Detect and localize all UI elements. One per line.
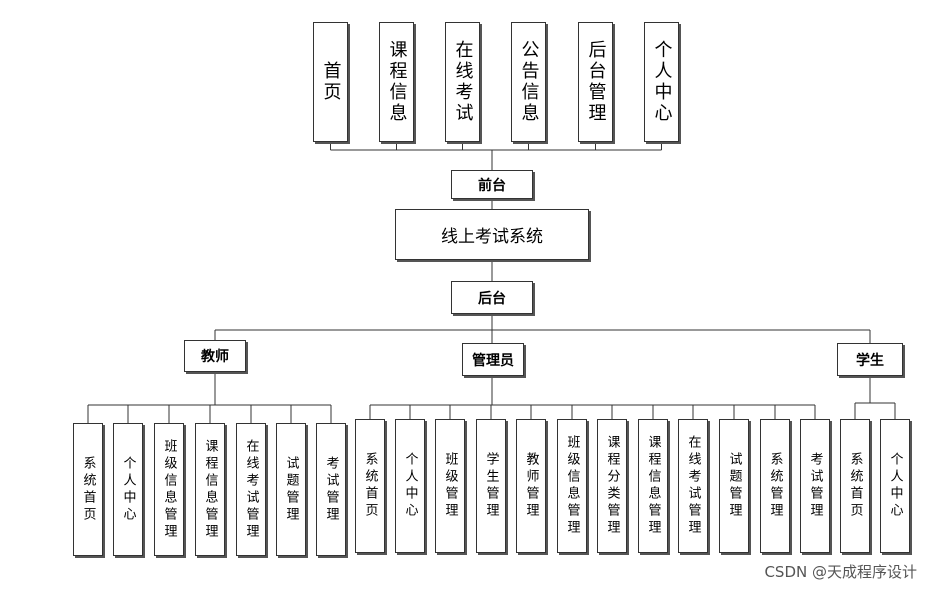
role-box-admin: 管理员: [462, 343, 524, 376]
role-0-module-1-label: 个人中心: [120, 455, 136, 524]
back-label-box: 后台: [451, 281, 533, 314]
role-1-module-11: 考试管理: [800, 419, 830, 553]
role-2-module-0-label: 系统首页: [847, 452, 863, 520]
role-0-module-6: 考试管理: [316, 423, 346, 556]
role-box-teacher: 教师: [184, 340, 246, 372]
root-box: 线上考试系统: [395, 209, 589, 260]
role-1-module-8-label: 在线考试管理: [685, 435, 701, 537]
role-0-module-1: 个人中心: [113, 423, 143, 556]
role-0-module-2: 班级信息管理: [154, 423, 184, 556]
role-label-teacher: 教师: [201, 349, 229, 365]
role-1-module-9: 试题管理: [719, 419, 749, 553]
front-module-1-label: 课程信息: [386, 40, 408, 124]
role-1-module-6-label: 课程分类管理: [604, 435, 620, 537]
front-module-4: 后台管理: [578, 22, 613, 142]
role-1-module-9-label: 试题管理: [726, 452, 742, 520]
role-0-module-0-label: 系统首页: [80, 455, 96, 524]
role-2-module-0: 系统首页: [840, 419, 870, 553]
role-1-module-10: 系统管理: [760, 419, 790, 553]
front-module-3-label: 公告信息: [518, 40, 540, 124]
front-module-2-label: 在线考试: [452, 40, 474, 124]
role-1-module-4: 教师管理: [516, 419, 546, 553]
front-module-5: 个人中心: [644, 22, 679, 142]
role-0-module-3-label: 课程信息管理: [202, 438, 218, 541]
role-0-module-4-label: 在线考试管理: [243, 438, 259, 541]
front-module-4-label: 后台管理: [585, 40, 607, 124]
front-module-0: 首页: [313, 22, 348, 142]
role-1-module-3: 学生管理: [476, 419, 506, 553]
front-module-0-label: 首页: [320, 61, 342, 103]
front-module-5-label: 个人中心: [651, 40, 673, 124]
role-1-module-0: 系统首页: [355, 419, 385, 553]
front-module-3: 公告信息: [511, 22, 546, 142]
front-label-box: 前台: [451, 170, 533, 199]
role-1-module-1-label: 个人中心: [402, 452, 418, 520]
watermark: CSDN @天成程序设计: [764, 563, 917, 581]
role-1-module-3-label: 学生管理: [483, 452, 499, 520]
role-1-module-1: 个人中心: [395, 419, 425, 553]
role-box-student: 学生: [837, 343, 903, 376]
role-0-module-5: 试题管理: [276, 423, 306, 556]
front-label: 前台: [478, 177, 506, 194]
back-label: 后台: [478, 290, 506, 307]
role-2-module-1-label: 个人中心: [887, 452, 903, 520]
role-1-module-6: 课程分类管理: [597, 419, 627, 553]
role-0-module-5-label: 试题管理: [283, 455, 299, 524]
role-0-module-0: 系统首页: [73, 423, 103, 556]
role-1-module-2: 班级管理: [435, 419, 465, 553]
role-0-module-6-label: 考试管理: [323, 455, 339, 524]
role-2-module-1: 个人中心: [880, 419, 910, 553]
role-label-student: 学生: [856, 352, 884, 369]
role-0-module-2-label: 班级信息管理: [161, 438, 177, 541]
role-0-module-3: 课程信息管理: [195, 423, 225, 556]
role-1-module-0-label: 系统首页: [362, 452, 378, 520]
front-module-1: 课程信息: [379, 22, 414, 142]
role-1-module-2-label: 班级管理: [442, 452, 458, 520]
role-1-module-10-label: 系统管理: [767, 452, 783, 520]
role-1-module-5-label: 班级信息管理: [564, 435, 580, 537]
role-1-module-5: 班级信息管理: [557, 419, 587, 553]
role-1-module-8: 在线考试管理: [678, 419, 708, 553]
role-1-module-7: 课程信息管理: [638, 419, 668, 553]
role-label-admin: 管理员: [472, 352, 514, 369]
role-0-module-4: 在线考试管理: [236, 423, 266, 556]
role-1-module-7-label: 课程信息管理: [645, 435, 661, 537]
role-1-module-11-label: 考试管理: [807, 452, 823, 520]
root-title: 线上考试系统: [441, 227, 543, 247]
role-1-module-4-label: 教师管理: [523, 452, 539, 520]
front-module-2: 在线考试: [445, 22, 480, 142]
